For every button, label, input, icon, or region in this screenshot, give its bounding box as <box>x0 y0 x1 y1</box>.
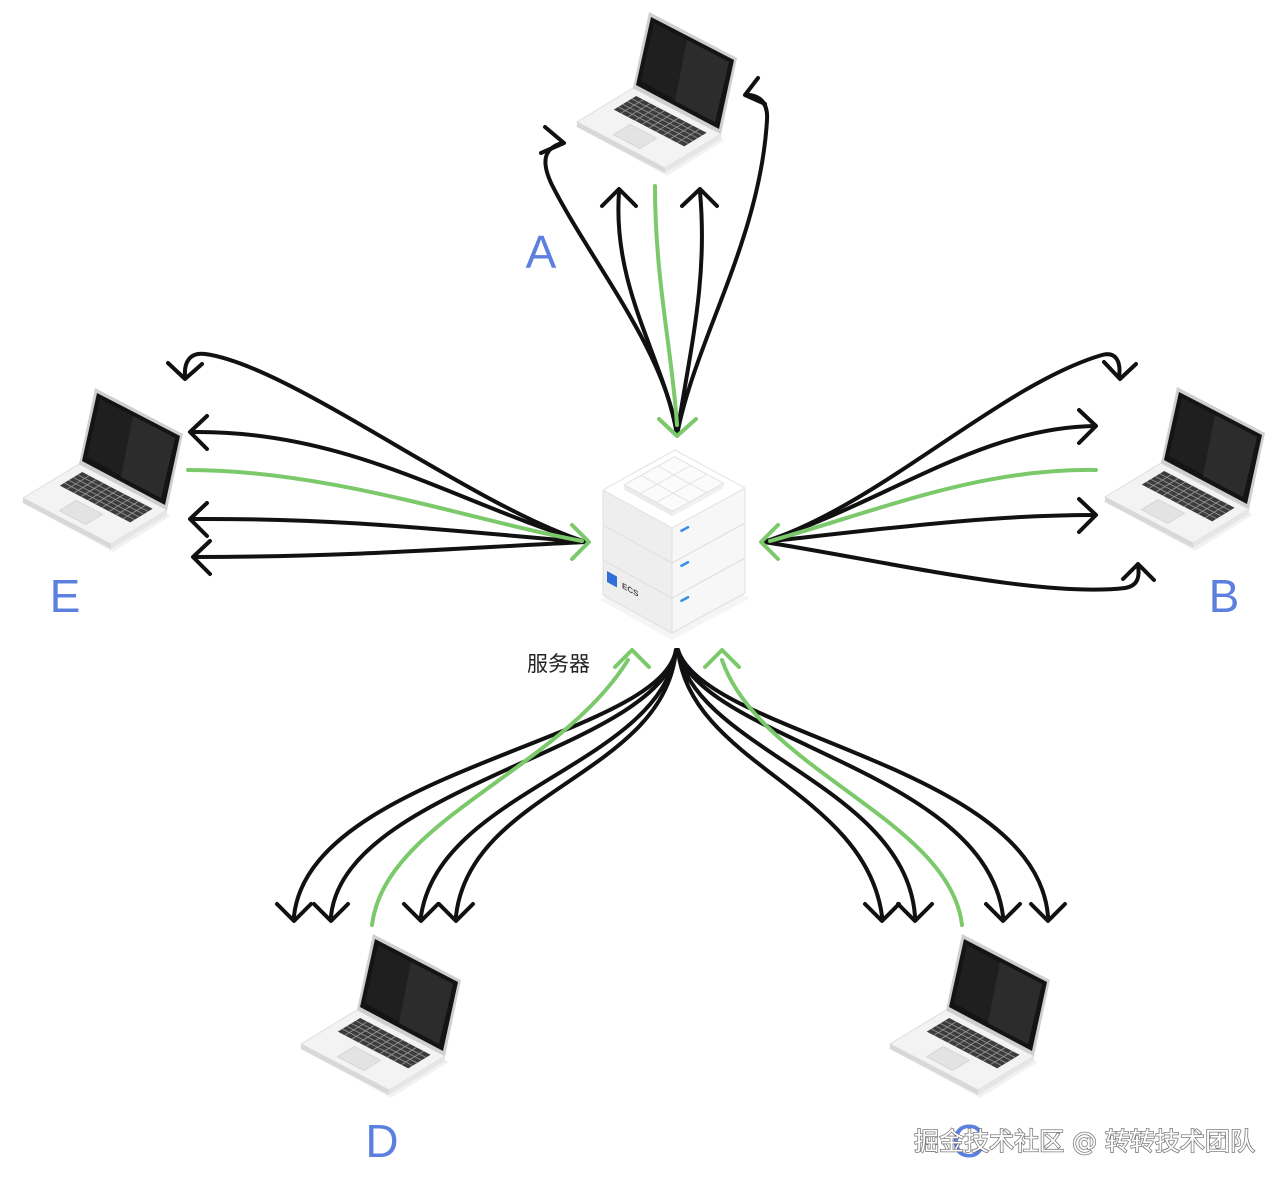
laptop-d-icon <box>298 933 462 1099</box>
response-arrow-a-3 <box>675 187 719 437</box>
response-arrow-a-1 <box>539 125 679 437</box>
request-arrow-d <box>370 648 651 927</box>
response-arrow-c-3 <box>676 648 1022 923</box>
laptop-c-icon <box>887 933 1051 1099</box>
response-arrow-b-1 <box>762 352 1138 544</box>
server-led-2 <box>680 560 690 568</box>
response-arrows <box>166 76 1156 923</box>
client-label-e: E <box>50 570 81 622</box>
response-arrow-b-3 <box>762 497 1098 544</box>
laptop-e-icon <box>20 387 184 553</box>
client-label-a: A <box>526 226 557 278</box>
response-arrow-d-3 <box>402 648 678 923</box>
response-arrow-a-2 <box>600 187 679 437</box>
response-arrow-b-2 <box>762 408 1098 544</box>
response-arrow-a-4 <box>675 76 770 437</box>
laptop-b-icon <box>1102 386 1266 552</box>
server-label: 服务器 <box>527 652 590 676</box>
client-label-b: B <box>1209 570 1240 622</box>
response-arrow-c-2 <box>676 648 934 923</box>
response-arrow-d-4 <box>437 648 678 923</box>
laptop-a-icon <box>574 11 738 177</box>
server-led-3 <box>680 595 690 603</box>
response-arrow-e-1 <box>166 351 588 544</box>
client-label-c: C <box>951 1115 984 1167</box>
server-panel <box>623 456 725 512</box>
ecs-logo-icon <box>607 571 617 588</box>
server-panel-left-side <box>624 484 673 517</box>
response-arrow-e-3 <box>188 501 588 544</box>
request-arrow-e <box>186 468 591 561</box>
server-panel-grid <box>640 465 708 503</box>
request-arrows <box>186 184 1098 927</box>
request-arrow-a <box>653 184 698 438</box>
request-arrow-b <box>759 467 1098 561</box>
response-arrow-c-4 <box>676 648 1067 923</box>
response-arrow-c-1 <box>676 648 901 923</box>
response-arrow-e-4 <box>191 539 588 576</box>
watermark: 掘金技术社区 @ 转转技术团队 <box>914 1127 1255 1156</box>
server-panel-right-side <box>672 483 724 517</box>
server-icon: ECS <box>600 449 750 640</box>
client-label-d: D <box>365 1115 398 1167</box>
request-arrow-c <box>703 648 964 927</box>
response-arrow-b-4 <box>762 540 1156 592</box>
response-arrow-e-2 <box>188 414 588 544</box>
response-arrow-d-2 <box>312 648 678 923</box>
response-arrow-d-1 <box>275 648 678 923</box>
server-led-1 <box>680 525 690 533</box>
